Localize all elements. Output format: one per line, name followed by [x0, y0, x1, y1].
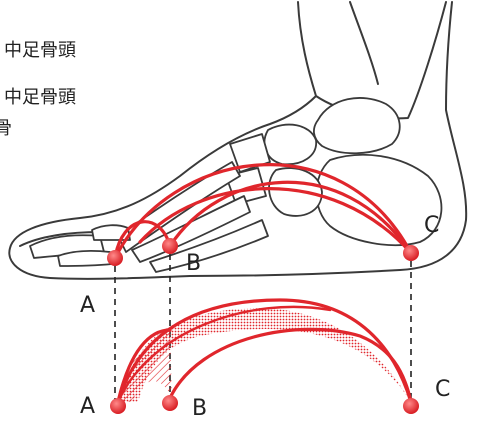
arch-sheet: [118, 300, 411, 402]
label-c-top: C: [424, 213, 439, 238]
label-c-bottom: C: [435, 377, 450, 402]
annotation-line-1: 中足骨頭: [4, 40, 76, 61]
ankle-inner-outline: [350, 2, 378, 84]
foot-bones: [30, 98, 441, 272]
talus-bone: [314, 98, 400, 153]
label-b-top: B: [186, 251, 201, 276]
label-a-top: A: [80, 293, 95, 318]
point-c-marker: [403, 245, 419, 261]
label-b-bottom: B: [192, 396, 207, 421]
navicular-bone: [264, 125, 316, 165]
label-a-bottom: A: [80, 394, 95, 419]
annotation-line-3: 骨: [0, 118, 12, 139]
toe-phalanx-2: [58, 251, 112, 266]
point-b-marker: [162, 238, 178, 254]
point-a-bottom-marker: [110, 398, 126, 414]
point-a-marker: [107, 250, 123, 266]
point-b-bottom-marker: [162, 395, 178, 411]
arch-sheet-inner-edge: [170, 329, 411, 402]
annotation-line-2: 中足骨頭: [4, 87, 76, 108]
point-c-bottom-marker: [403, 398, 419, 414]
